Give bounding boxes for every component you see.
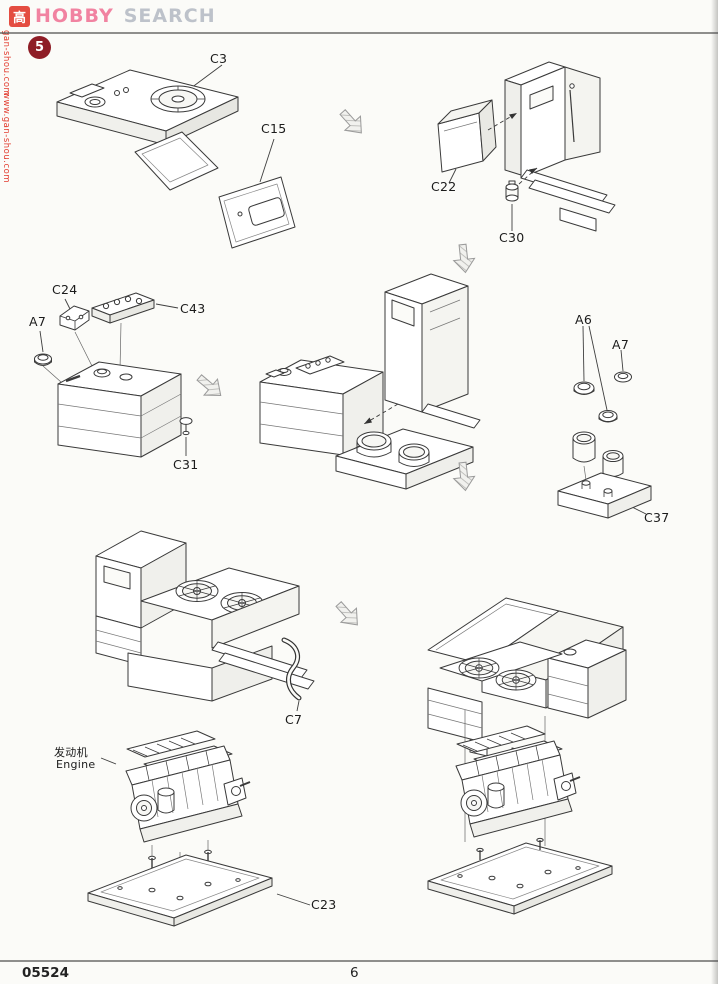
watermark-url-vertical-1: gan-shou.com xyxy=(1,30,11,97)
kit-number: 05524 xyxy=(22,965,69,981)
part-c31 xyxy=(179,417,193,436)
part-label-c22: C22 xyxy=(431,179,457,194)
part-label-c31: C31 xyxy=(173,457,199,472)
part-plate-c23 xyxy=(87,854,273,927)
part-plate-c15 xyxy=(218,176,296,249)
part-label-c43: C43 xyxy=(180,301,206,316)
assembly-panel-center xyxy=(363,273,481,429)
brand-text-hobby: HOBBY xyxy=(35,5,114,27)
part-label-c23: C23 xyxy=(311,897,337,912)
part-label-a6: A6 xyxy=(575,312,593,327)
part-label-c24: C24 xyxy=(52,282,78,297)
part-fuel-tank-left xyxy=(57,361,182,458)
engine-label-chinese: 发动机 xyxy=(54,746,88,759)
page-rules xyxy=(0,32,718,962)
parts-a6-a7-c37 xyxy=(557,371,652,519)
part-label-c3: C3 xyxy=(210,51,228,66)
part-label-c30: C30 xyxy=(499,230,525,245)
part-label-c7: C7 xyxy=(285,712,303,727)
page-number: 6 xyxy=(350,965,359,981)
logo-character: 高 xyxy=(12,10,26,26)
brand-text-search: SEARCH xyxy=(123,5,216,27)
assembly-bracket-cylinders xyxy=(335,428,474,490)
assembly-top-deck xyxy=(56,69,239,191)
watermark-url-vertical-2: www.gan-shou.com xyxy=(1,92,11,184)
hobbysearch-watermark: 高 HOBBY SEARCH xyxy=(9,5,216,27)
engine-mount-screws-right xyxy=(476,837,544,860)
part-rail-c43 xyxy=(91,292,155,324)
hobbysearch-logo-icon: 高 xyxy=(9,5,30,27)
part-label-c37: C37 xyxy=(644,510,670,525)
part-bracket-c24 xyxy=(59,305,90,331)
part-cap-a7-left xyxy=(34,353,52,366)
engine-label-english: Engine xyxy=(56,758,96,771)
part-label-c15: C15 xyxy=(261,121,287,136)
assembly-hull-left xyxy=(95,530,315,702)
part-label-a7-right: A7 xyxy=(612,337,630,352)
step-number-badge: 5 xyxy=(28,36,51,59)
assembly-hull-right xyxy=(427,597,627,846)
part-engine-right xyxy=(455,725,581,838)
part-label-a7-left: A7 xyxy=(29,314,47,329)
part-c30 xyxy=(505,167,538,202)
part-engine-left xyxy=(125,730,251,843)
part-plate-right xyxy=(427,842,613,915)
assembly-rear-panel xyxy=(504,61,616,232)
part-box-c22 xyxy=(437,99,518,173)
